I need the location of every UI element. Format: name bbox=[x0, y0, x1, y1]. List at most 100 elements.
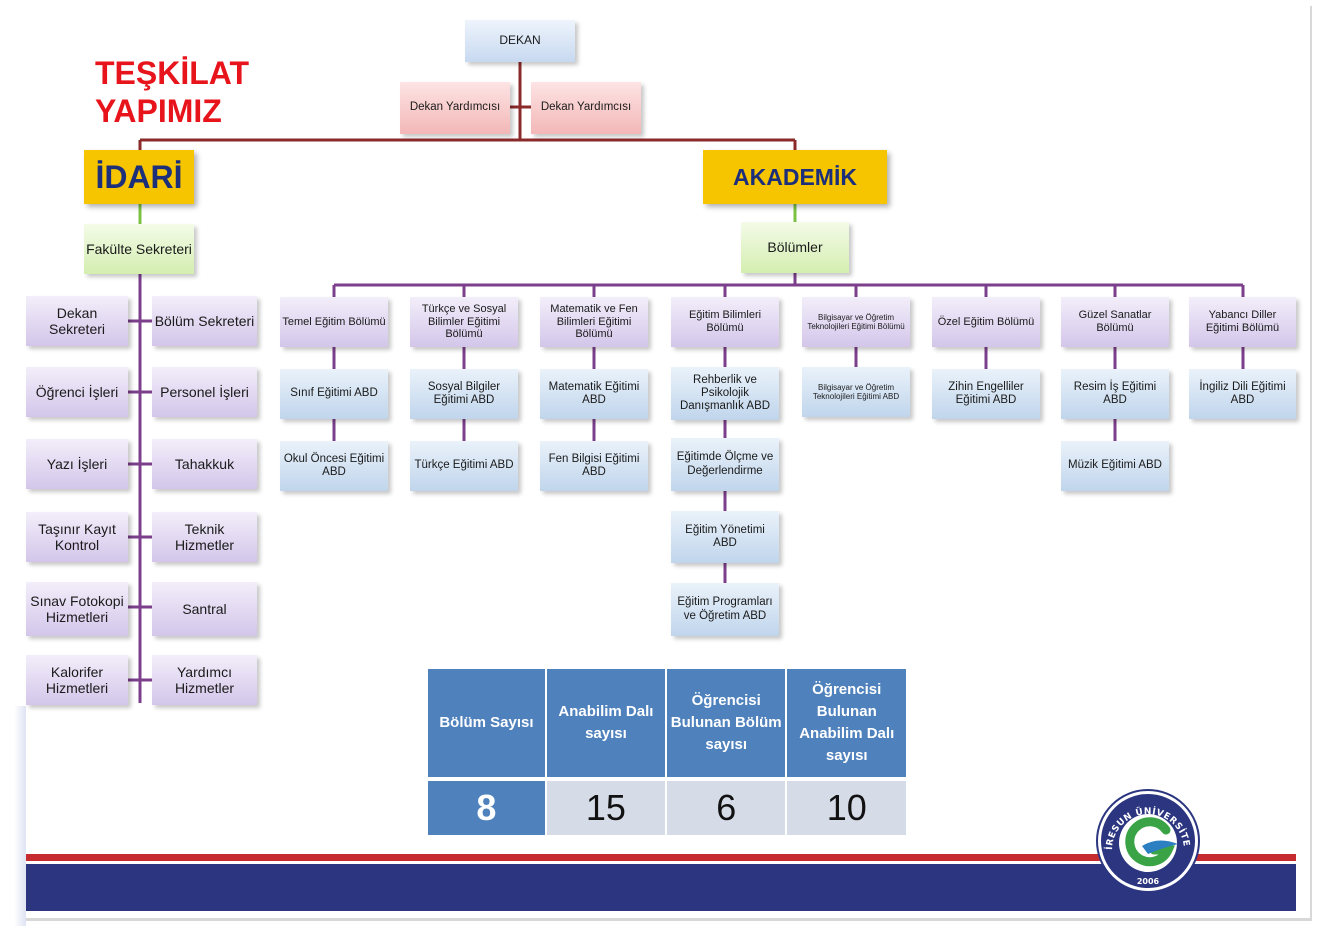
stats-value: 6 bbox=[666, 781, 786, 835]
abd-box: Türkçe Eğitimi ABD bbox=[410, 441, 518, 491]
idari-right-unit: Tahakkuk bbox=[152, 439, 257, 489]
abd-box: Rehberlik ve Psikolojik Danışmanlık ABD bbox=[671, 367, 779, 420]
department-label: Matematik ve Fen Bilimleri Eğitimi Bölüm… bbox=[550, 303, 638, 341]
abd-label: Resim İş Eğitimi ABD bbox=[1073, 380, 1157, 406]
department-box: Bilgisayar ve Öğretim Teknolojileri Eğit… bbox=[802, 297, 910, 347]
unit-label: Bölüm Sekreteri bbox=[154, 312, 255, 329]
department-label: Yabancı Diller Eğitimi Bölümü bbox=[1205, 309, 1280, 334]
idari-left-unit: Öğrenci İşleri bbox=[26, 367, 128, 417]
abd-label: Eğitimde Ölçme ve Değerlendirme bbox=[676, 451, 774, 477]
department-box: Matematik ve Fen Bilimleri Eğitimi Bölüm… bbox=[540, 297, 648, 347]
department-label: Bilgisayar ve Öğretim Teknolojileri Eğit… bbox=[807, 312, 905, 331]
idari-right-unit: Santral bbox=[152, 582, 257, 636]
stats-value: 15 bbox=[546, 781, 665, 835]
title-line-1: TEŞKİLAT bbox=[95, 55, 250, 91]
university-logo: GİRESUN ÜNİVERSİTESİ 2006 bbox=[1092, 788, 1200, 893]
idari-left-unit: Taşınır Kayıt Kontrol bbox=[26, 512, 128, 562]
abd-label: Türkçe Eğitimi ABD bbox=[414, 459, 514, 472]
stats-value-row: 8 15 6 10 bbox=[428, 781, 906, 835]
unit-label: Taşınır Kayıt Kontrol bbox=[38, 520, 116, 553]
idari-right-unit: Teknik Hizmetler bbox=[152, 512, 257, 562]
unit-label: Kalorifer Hizmetleri bbox=[45, 663, 109, 696]
stats-header: Bölüm Sayısı bbox=[428, 669, 545, 777]
page-title: TEŞKİLAT YAPIMIZ bbox=[95, 54, 249, 130]
department-box: Özel Eğitim Bölümü bbox=[932, 297, 1040, 347]
akademik-label: AKADEMİK bbox=[733, 163, 857, 190]
abd-box: Eğitim Yönetimi ABD bbox=[671, 511, 779, 563]
abd-label: Rehberlik ve Psikolojik Danışmanlık ABD bbox=[679, 373, 771, 413]
dekan-yardimcisi-2-label: Dekan Yardımcısı bbox=[540, 101, 632, 114]
abd-label: Matematik Eğitimi ABD bbox=[548, 380, 640, 406]
abd-box: İngiliz Dili Eğitimi ABD bbox=[1189, 369, 1296, 419]
unit-label: Personel İşleri bbox=[160, 383, 249, 400]
stats-value: 10 bbox=[787, 781, 906, 835]
abd-label: Sınıf Eğitimi ABD bbox=[290, 387, 378, 400]
idari-left-unit: Yazı İşleri bbox=[26, 439, 128, 489]
abd-label: Bilgisayar ve Öğretim Teknolojileri Eğit… bbox=[812, 382, 900, 401]
department-box: Türkçe ve Sosyal Bilimler Eğitimi Bölümü bbox=[410, 297, 518, 347]
abd-box: Eğitim Programları ve Öğretim ABD bbox=[671, 583, 779, 636]
dekan-yardimcisi-1-label: Dekan Yardımcısı bbox=[409, 101, 501, 114]
idari-right-unit: Bölüm Sekreteri bbox=[152, 296, 257, 346]
department-label: Türkçe ve Sosyal Bilimler Eğitimi Bölümü bbox=[421, 303, 507, 341]
stats-header: Anabilim Dalı sayısı bbox=[546, 669, 665, 777]
abd-box: Sosyal Bilgiler Eğitimi ABD bbox=[410, 369, 518, 419]
department-label: Güzel Sanatlar Bölümü bbox=[1078, 309, 1152, 334]
department-box: Temel Eğitim Bölümü bbox=[280, 297, 388, 347]
fakulte-sekreteri-box: Fakülte Sekreteri bbox=[84, 224, 194, 274]
idari-left-unit: Dekan Sekreteri bbox=[26, 296, 128, 346]
department-label: Özel Eğitim Bölümü bbox=[937, 315, 1035, 328]
idari-header: İDARİ bbox=[84, 150, 194, 204]
abd-label: Fen Bilgisi Eğitimi ABD bbox=[548, 452, 640, 478]
unit-label: Öğrenci İşleri bbox=[35, 383, 119, 400]
department-label: Eğitim Bilimleri Bölümü bbox=[688, 309, 762, 334]
abd-label: Zihin Engelliler Eğitimi ABD bbox=[948, 380, 1024, 406]
idari-left-unit: Kalorifer Hizmetleri bbox=[26, 655, 128, 705]
bolumler-label: Bölümler bbox=[767, 239, 823, 256]
unit-label: Dekan Sekreteri bbox=[48, 304, 106, 337]
abd-box: Bilgisayar ve Öğretim Teknolojileri Eğit… bbox=[802, 367, 910, 417]
department-box: Yabancı Diller Eğitimi Bölümü bbox=[1189, 297, 1296, 347]
dekan-yardimcisi-2-box: Dekan Yardımcısı bbox=[531, 82, 641, 134]
department-label: Temel Eğitim Bölümü bbox=[282, 315, 386, 328]
abd-box: Müzik Eğitimi ABD bbox=[1061, 441, 1169, 491]
abd-box: Resim İş Eğitimi ABD bbox=[1061, 369, 1169, 419]
department-box: Eğitim Bilimleri Bölümü bbox=[671, 297, 779, 347]
stats-table: Bölüm Sayısı Anabilim Dalı sayısı Öğrenc… bbox=[426, 669, 908, 835]
side-accent bbox=[14, 706, 26, 926]
abd-box: Sınıf Eğitimi ABD bbox=[280, 369, 388, 419]
idari-left-unit: Sınav Fotokopi Hizmetleri bbox=[26, 582, 128, 636]
unit-label: Teknik Hizmetler bbox=[174, 520, 235, 553]
dekan-yardimcisi-1-box: Dekan Yardımcısı bbox=[400, 82, 510, 134]
unit-label: Santral bbox=[182, 600, 227, 617]
stats-header: Öğrencisi Bulunan Anabilim Dalı sayısı bbox=[787, 669, 906, 777]
idari-right-unit: Personel İşleri bbox=[152, 367, 257, 417]
abd-box: Matematik Eğitimi ABD bbox=[540, 369, 648, 419]
abd-label: Eğitim Programları ve Öğretim ABD bbox=[677, 596, 773, 622]
abd-label: Eğitim Yönetimi ABD bbox=[685, 523, 765, 549]
stats-header-row: Bölüm Sayısı Anabilim Dalı sayısı Öğrenc… bbox=[428, 669, 906, 777]
abd-box: Zihin Engelliler Eğitimi ABD bbox=[932, 369, 1040, 419]
akademik-header: AKADEMİK bbox=[703, 150, 887, 204]
bolumler-box: Bölümler bbox=[741, 222, 849, 273]
abd-label: İngiliz Dili Eğitimi ABD bbox=[1199, 380, 1286, 406]
abd-box: Eğitimde Ölçme ve Değerlendirme bbox=[671, 438, 779, 491]
footer-blue-band bbox=[26, 864, 1296, 911]
stats-value: 8 bbox=[428, 781, 545, 835]
abd-label: Müzik Eğitimi ABD bbox=[1068, 459, 1162, 472]
title-line-2: YAPIMIZ bbox=[95, 93, 222, 129]
abd-label: Sosyal Bilgiler Eğitimi ABD bbox=[427, 380, 501, 406]
unit-label: Yardımcı Hizmetler bbox=[174, 663, 235, 696]
stats-separator bbox=[428, 777, 906, 781]
stats-header: Öğrencisi Bulunan Bölüm sayısı bbox=[666, 669, 786, 777]
logo-year: 2006 bbox=[1137, 877, 1160, 886]
unit-label: Tahakkuk bbox=[174, 455, 235, 472]
abd-box: Okul Öncesi Eğitimi ABD bbox=[280, 441, 388, 491]
unit-label: Sınav Fotokopi Hizmetleri bbox=[30, 592, 124, 625]
abd-label: Okul Öncesi Eğitimi ABD bbox=[283, 452, 385, 478]
idari-label: İDARİ bbox=[95, 158, 183, 195]
dekan-label: DEKAN bbox=[499, 33, 541, 48]
dekan-box: DEKAN bbox=[465, 20, 575, 62]
abd-box: Fen Bilgisi Eğitimi ABD bbox=[540, 441, 648, 491]
